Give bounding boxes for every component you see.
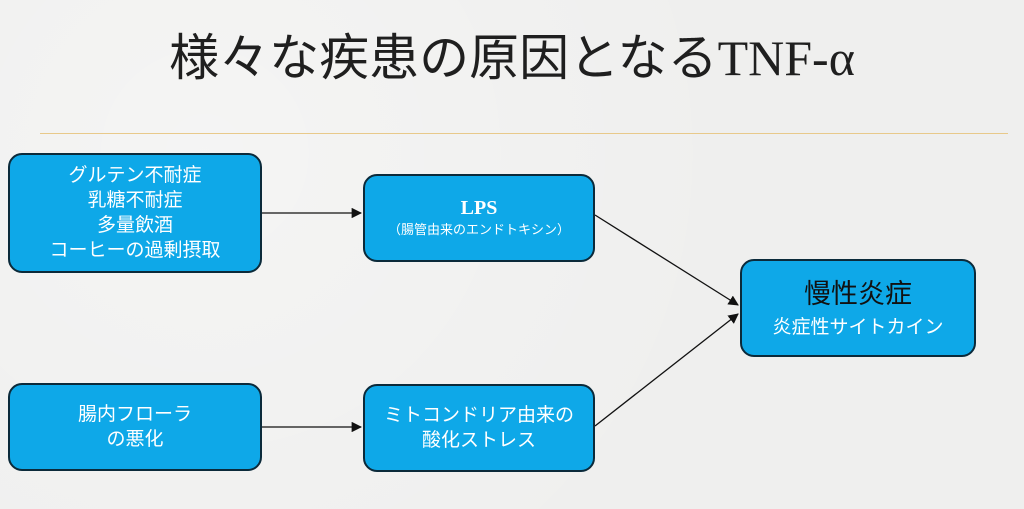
chronic-title: 慢性炎症 [804, 278, 912, 310]
cause-heavy-drinking: 多量飲酒 [96, 214, 173, 236]
arrow-lps-to-chronic [594, 214, 739, 306]
lps-subtitle: （腸管由来のエンドトキシン） [387, 223, 570, 238]
box-lps: LPS （腸管由来のエンドトキシン） [363, 174, 595, 262]
chronic-subtitle: 炎症性サイトカイン [772, 315, 944, 338]
cause-lactose-intolerance: 乳糖不耐症 [87, 189, 183, 211]
flora-line-1: 腸内フローラ [77, 403, 192, 425]
slide-title-latin: TNF-α [717, 30, 855, 86]
slide-title-main: 様々な疾患の原因となる [169, 29, 718, 87]
mito-line-2: 酸化ストレス [421, 429, 536, 451]
lps-title: LPS [460, 197, 498, 219]
arrow-mito-to-chronic [594, 313, 739, 427]
flora-line-2: の悪化 [106, 428, 164, 450]
mito-line-1: ミトコンドリア由来の [383, 404, 574, 426]
box-chronic-inflammation: 慢性炎症 炎症性サイトカイン [740, 259, 976, 357]
box-gut-flora: 腸内フローラ の悪化 [8, 383, 262, 471]
box-dietary-causes: グルテン不耐症 乳糖不耐症 多量飲酒 コーヒーの過剰摂取 [8, 153, 262, 273]
cause-excess-coffee: コーヒーの過剰摂取 [49, 239, 221, 261]
cause-gluten-intolerance: グルテン不耐症 [68, 164, 202, 186]
title-divider [40, 133, 1008, 134]
box-mitochondrial-stress: ミトコンドリア由来の 酸化ストレス [363, 384, 595, 472]
slide-title: 様々な疾患の原因となるTNF-α [0, 22, 1024, 94]
